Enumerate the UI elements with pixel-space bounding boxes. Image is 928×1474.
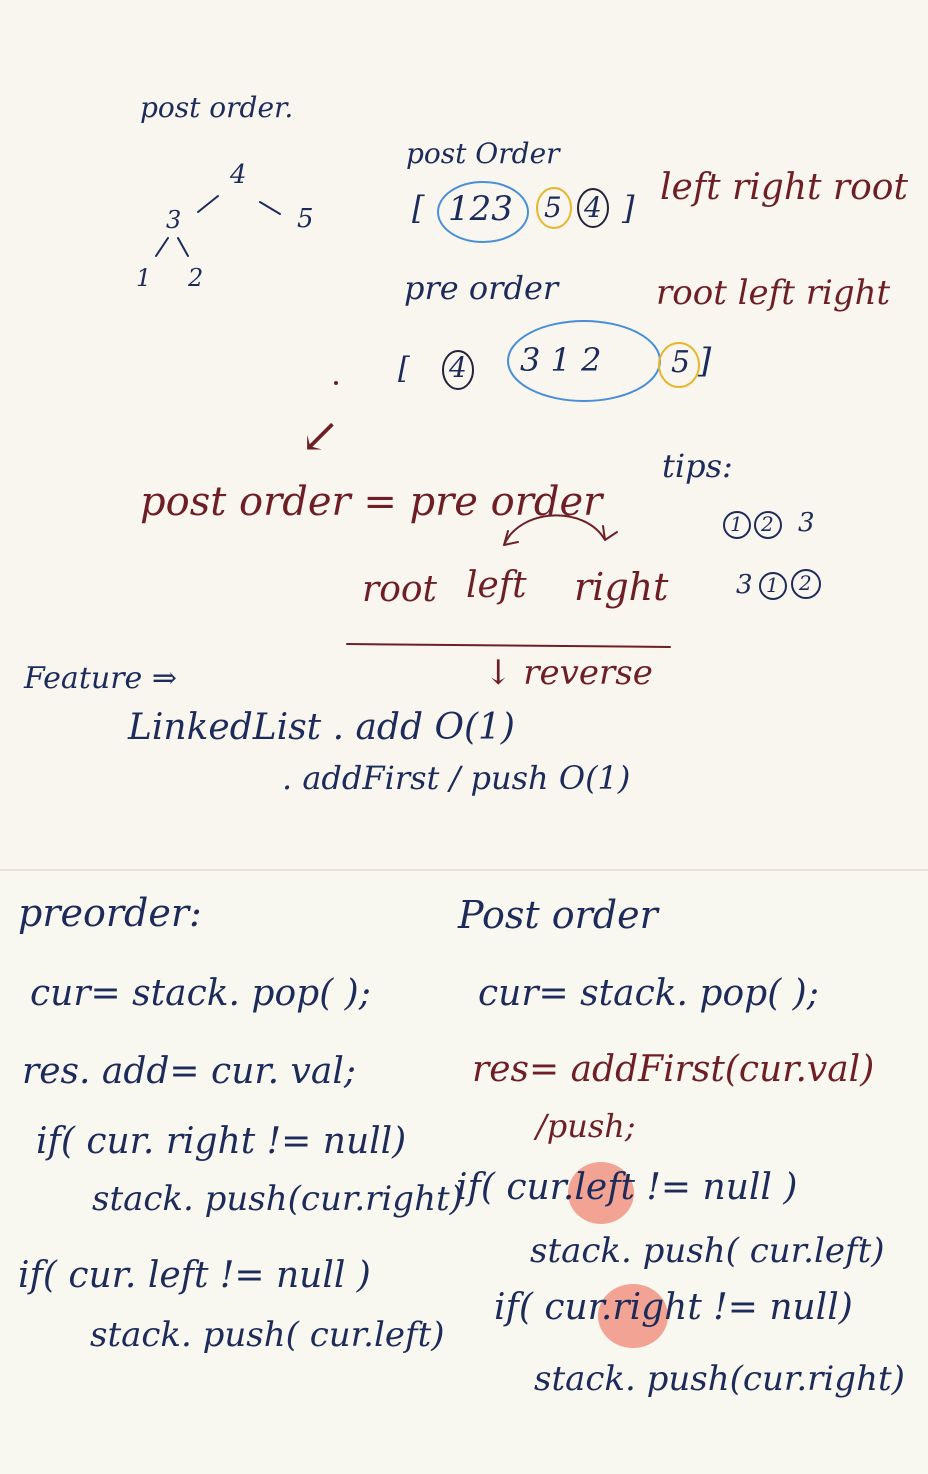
- tree-node-2: 2: [188, 264, 204, 292]
- tips-circle-2b: [791, 569, 821, 599]
- bottom-note-sheet: [0, 871, 928, 1474]
- highlight-right: [598, 1284, 668, 1348]
- post-order-meaning: left right root: [660, 167, 908, 208]
- postorder-line-3: /push;: [536, 1107, 636, 1145]
- preorder-line-4: stack. push(cur.right): [92, 1179, 463, 1219]
- postorder-line-6-hl: right: [612, 1287, 702, 1328]
- tips-row2-c: 2: [799, 571, 812, 595]
- pre-order-meaning: root left right: [656, 273, 891, 313]
- post-order-open-bracket: [: [412, 189, 425, 227]
- tree-edge-3-1: [155, 237, 169, 257]
- tips-row1-c: 3: [798, 508, 815, 538]
- swap-row-right: right: [574, 565, 669, 609]
- postorder-line-2: res= addFirst(cur.val): [472, 1049, 875, 1090]
- preorder-line-2: res. add= cur. val;: [22, 1051, 356, 1092]
- postorder-line-6: if( cur.right != null): [494, 1290, 853, 1326]
- tips-row1-a: 1: [730, 512, 743, 536]
- pre-order-label: pre order: [404, 269, 559, 307]
- post-order-right-item: 5: [544, 191, 562, 224]
- tree-node-5: 5: [297, 204, 314, 234]
- swap-arrow-curve: [503, 514, 606, 546]
- tree-node-4: 4: [230, 160, 247, 190]
- reverse-separator-line: [346, 643, 671, 648]
- postorder-line-1: cur= stack. pop( );: [478, 973, 819, 1014]
- feature-label: Feature ⇒: [24, 661, 177, 696]
- post-order-label: post Order: [406, 137, 560, 170]
- swap-arrow-right-head: [602, 525, 618, 541]
- postorder-line-5: stack. push( cur.left): [530, 1231, 885, 1271]
- post-order-close-bracket: ]: [622, 189, 635, 227]
- post-order-title: post order.: [140, 91, 294, 124]
- sheet-divider: [0, 869, 928, 871]
- pre-order-close-bracket: ]: [698, 341, 712, 381]
- equation-text: post order = pre order: [140, 479, 603, 525]
- pre-root-circle: [442, 350, 474, 390]
- swap-row-left: left: [466, 565, 527, 606]
- top-note-sheet: [0, 0, 928, 870]
- preorder-line-6: stack. push( cur.left): [90, 1315, 445, 1355]
- tips-row2-b: 1: [766, 573, 779, 597]
- tips-circle-2a: [754, 511, 782, 539]
- postorder-title: Post order: [458, 893, 658, 937]
- tree-node-3: 3: [166, 206, 182, 234]
- post-root-circle: [577, 188, 609, 228]
- post-order-left-group: 123: [448, 189, 513, 229]
- down-left-arrow: ↙: [300, 408, 341, 464]
- pre-order-root-item: 4: [449, 351, 467, 384]
- postorder-line-6-post: != null): [701, 1287, 853, 1328]
- highlight-left: [568, 1162, 634, 1224]
- pre-right-circle: [658, 342, 700, 388]
- pre-order-right-item: 5: [671, 345, 691, 380]
- pre-order-left-group: 3 1 2: [520, 341, 602, 379]
- preorder-line-3: if( cur. right != null): [36, 1121, 407, 1162]
- post-right-circle: [536, 187, 572, 229]
- swap-arrow-left-head: [503, 530, 519, 546]
- postorder-line-4-post: != null ): [634, 1167, 798, 1208]
- swap-row-root: root: [362, 569, 438, 610]
- tips-row2-a: 3: [736, 570, 753, 600]
- tips-circle-1b: [759, 572, 787, 600]
- reverse-label: ↓ reverse: [484, 653, 653, 693]
- postorder-line-7: stack. push(cur.right): [534, 1359, 905, 1399]
- post-left-group-circle: [437, 181, 529, 243]
- tips-row1-b: 2: [761, 512, 774, 536]
- tree-edge-3-2: [177, 237, 189, 257]
- pre-order-open-bracket: [: [398, 351, 410, 386]
- feature-line-2: . addFirst / push O(1): [282, 759, 631, 797]
- postorder-line-6-pre: if( cur.: [494, 1287, 613, 1328]
- tree-edge-4-5: [259, 201, 281, 215]
- postorder-line-4: if( cur.left != null ): [456, 1170, 797, 1206]
- ink-dot: [334, 381, 338, 385]
- postorder-line-4-pre: if( cur.: [456, 1167, 575, 1208]
- post-order-root-item: 4: [584, 191, 602, 224]
- tree-edge-4-3: [197, 195, 219, 213]
- preorder-line-5: if( cur. left != null ): [18, 1255, 371, 1296]
- preorder-title: preorder:: [18, 891, 202, 935]
- tree-node-1: 1: [136, 264, 152, 292]
- preorder-line-1: cur= stack. pop( );: [30, 973, 371, 1014]
- tips-label: tips:: [662, 447, 733, 485]
- tips-circle-1a: [723, 511, 751, 539]
- feature-line-1: LinkedList . add O(1): [128, 707, 515, 748]
- postorder-line-4-hl: left: [574, 1167, 635, 1208]
